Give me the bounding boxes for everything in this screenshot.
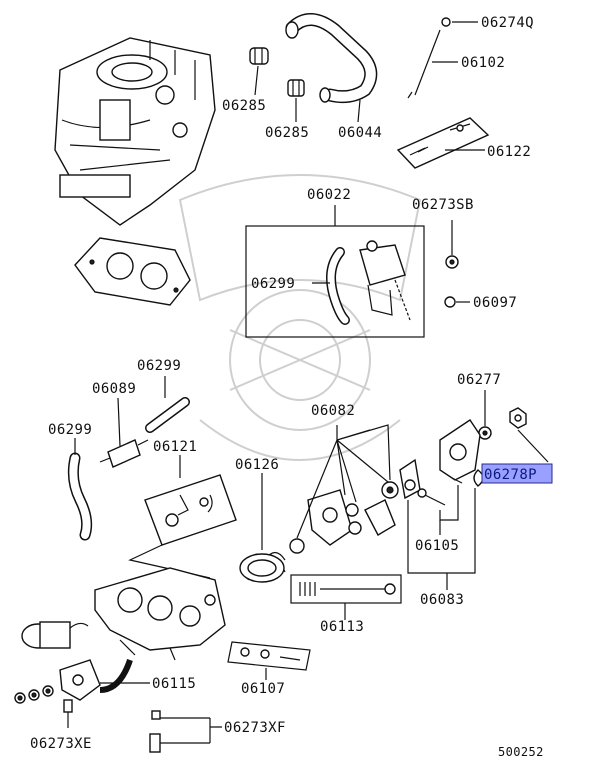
- label-06273xf[interactable]: 06273XF: [224, 720, 286, 736]
- label-06105[interactable]: 06105: [415, 538, 459, 554]
- screws-06273xf: [149, 710, 210, 753]
- hose-06044: [285, 13, 378, 104]
- label-06299-b[interactable]: 06299: [137, 358, 181, 374]
- carburetor-gasket: [74, 237, 191, 306]
- label-06107[interactable]: 06107: [241, 681, 285, 697]
- throttle-lever: [439, 419, 484, 487]
- label-06299-a[interactable]: 06299: [251, 276, 295, 292]
- grommet-06285-b: [287, 79, 305, 97]
- hose-06299-middle: [145, 397, 190, 433]
- hose-06299-left: [67, 452, 93, 541]
- label-06097[interactable]: 06097: [473, 295, 517, 311]
- label-06285-a[interactable]: 06285: [222, 98, 266, 114]
- screw-06105: [417, 477, 463, 506]
- bracket-06122: [396, 117, 490, 169]
- label-06022[interactable]: 06022: [307, 187, 351, 203]
- label-06121[interactable]: 06121: [153, 439, 197, 455]
- label-06122[interactable]: 06122: [487, 144, 531, 160]
- callout-labels: 06274Q 06102 06285 06285 06044 06122 060…: [30, 15, 553, 759]
- label-06274q[interactable]: 06274Q: [481, 15, 534, 31]
- label-06089[interactable]: 06089: [92, 381, 136, 397]
- rod-06102: [407, 17, 451, 99]
- label-06083[interactable]: 06083: [420, 592, 464, 608]
- diagram-id: 500252: [498, 745, 544, 759]
- diaphragm-assembly-box-06022: [245, 205, 425, 338]
- parts-box-06107: [227, 641, 311, 671]
- label-06113[interactable]: 06113: [320, 619, 364, 635]
- clip-06097: [444, 296, 470, 308]
- connector-06089: [99, 439, 149, 468]
- label-06082[interactable]: 06082: [311, 403, 355, 419]
- linkage-group-06082: [289, 458, 421, 554]
- label-06273xe[interactable]: 06273XE: [30, 736, 92, 752]
- watermark-emblem: [178, 174, 422, 461]
- nut-06278p: [509, 407, 527, 429]
- washer-06277: [478, 426, 492, 440]
- label-06044[interactable]: 06044: [338, 125, 382, 141]
- carburetor-assembly: [54, 37, 216, 226]
- label-06126[interactable]: 06126: [235, 457, 279, 473]
- bracket-06115: [59, 658, 133, 701]
- spring-06126: [239, 551, 286, 583]
- label-06299-c[interactable]: 06299: [48, 422, 92, 438]
- throttle-body-assembly: [94, 567, 226, 661]
- washers-06273xe: [14, 685, 73, 713]
- label-06277[interactable]: 06277: [457, 372, 501, 388]
- plate-group-06121: [144, 474, 237, 546]
- label-06273sb[interactable]: 06273SB: [412, 197, 474, 213]
- bolt-06273sb: [445, 220, 459, 269]
- parts-box-06113: [290, 574, 402, 604]
- grommet-06285-a: [249, 47, 269, 65]
- label-06115[interactable]: 06115: [152, 676, 196, 692]
- label-06285-b[interactable]: 06285: [265, 125, 309, 141]
- highlight-06278p: [481, 463, 553, 484]
- label-06278p[interactable]: 06278P: [484, 467, 537, 483]
- solenoid-valve: [21, 621, 89, 649]
- label-06102[interactable]: 06102: [461, 55, 505, 71]
